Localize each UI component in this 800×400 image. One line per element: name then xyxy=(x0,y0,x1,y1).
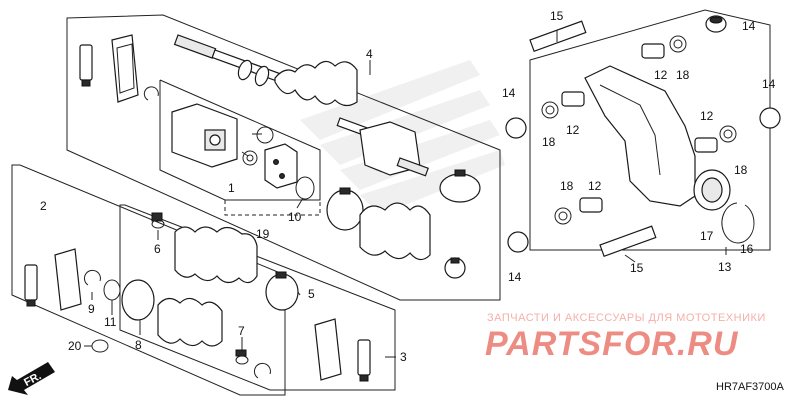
box-group-19 xyxy=(224,200,321,216)
callout-12-d: 12 xyxy=(588,179,602,193)
boot-band-5 xyxy=(265,271,299,311)
callout-18-a: 18 xyxy=(542,135,556,149)
callout-14-right: 14 xyxy=(762,77,776,91)
grease-tube-left xyxy=(24,264,38,307)
callout-3: 3 xyxy=(400,350,407,364)
bushing-12-a xyxy=(561,91,585,107)
callouts: 4 1 19 10 2 6 5 9 11 8 20 7 3 15 14 12 1… xyxy=(40,9,776,364)
bearing-17 xyxy=(693,169,731,211)
callout-18-c: 18 xyxy=(734,163,748,177)
seal-18-b xyxy=(669,35,687,53)
callout-12-a: 12 xyxy=(566,123,580,137)
callout-7: 7 xyxy=(238,324,245,338)
bushing-12-b xyxy=(641,43,665,59)
boot-band-8 xyxy=(121,279,155,321)
callout-14-left-bottom: 14 xyxy=(508,270,522,284)
callout-18-b: 18 xyxy=(676,68,690,82)
callout-13: 13 xyxy=(718,260,732,274)
boot-band-right-small xyxy=(444,257,466,279)
callout-12-b: 12 xyxy=(654,68,668,82)
callout-10: 10 xyxy=(288,210,302,224)
callout-17: 17 xyxy=(700,229,714,243)
callout-20: 20 xyxy=(68,339,82,353)
callout-12-c: 12 xyxy=(700,109,714,123)
collar-15-bottom xyxy=(599,225,657,258)
bushing-12-c xyxy=(694,137,718,153)
collar-15-top xyxy=(529,20,587,53)
watermark-brand: PARTSFOR.RU xyxy=(485,325,739,363)
clip-ring-9 xyxy=(84,269,101,286)
driveshaft xyxy=(173,34,429,177)
boot-band-center xyxy=(326,187,364,231)
seal-18-c xyxy=(719,125,737,143)
diagram-code: HR7AF3700A xyxy=(716,381,785,393)
callout-16: 16 xyxy=(740,242,754,256)
seal-18-d xyxy=(554,207,572,225)
inner-joint xyxy=(171,103,238,168)
callout-4: 4 xyxy=(366,47,373,61)
seal-pack-lower xyxy=(314,318,342,381)
boot-band-upper-right xyxy=(439,169,481,203)
dust-seal-14-top xyxy=(705,15,727,33)
callout-15-bottom: 15 xyxy=(630,261,644,275)
seal-pack-top xyxy=(111,34,139,103)
clip-ring-20 xyxy=(91,339,109,353)
snap-ring-b xyxy=(242,150,258,166)
clip-ring-top xyxy=(143,86,159,101)
circlip-16 xyxy=(721,202,755,244)
box-group-2 xyxy=(11,164,286,396)
box-group-1 xyxy=(159,79,321,201)
callout-11: 11 xyxy=(104,315,117,329)
boot-band-7 xyxy=(235,349,249,365)
boot-band-6 xyxy=(151,212,165,229)
bushing-12-d xyxy=(579,197,603,213)
seal-18-a xyxy=(541,101,559,119)
callout-5: 5 xyxy=(308,287,315,301)
box-group-13 xyxy=(529,9,771,251)
box-driveshaft-outer xyxy=(66,14,501,301)
watermark-tagline: ЗАПЧАСТИ И АКСЕССУАРЫ ДЛЯ МОТОТЕХНИКИ xyxy=(487,312,766,324)
retaining-ring-10 xyxy=(295,176,315,200)
callout-19: 19 xyxy=(256,227,270,241)
front-direction-arrow: FR. xyxy=(8,362,55,395)
callout-18-d: 18 xyxy=(560,179,574,193)
callout-9: 9 xyxy=(88,302,95,316)
seal-pack-left xyxy=(54,248,82,311)
grease-tube-lower xyxy=(357,339,371,382)
callout-2: 2 xyxy=(40,199,47,213)
dust-seal-14-right xyxy=(759,107,781,129)
boot-band-11 xyxy=(103,279,121,301)
callout-14-left-top: 14 xyxy=(502,86,516,100)
box-group-3 xyxy=(119,204,396,391)
bearing-cage xyxy=(264,143,298,189)
callout-6: 6 xyxy=(154,242,161,256)
snap-ring-a xyxy=(256,126,274,144)
leader-lines xyxy=(84,30,727,358)
boot-lower xyxy=(157,297,223,347)
callout-14-top: 14 xyxy=(742,19,756,33)
clip-ring-lower xyxy=(254,362,271,379)
callout-15-top: 15 xyxy=(550,9,564,23)
callout-8: 8 xyxy=(135,338,142,352)
boot-left xyxy=(174,226,258,284)
boot-center xyxy=(359,202,431,261)
dust-seal-14-left-bottom xyxy=(507,231,529,253)
callout-1: 1 xyxy=(228,181,235,195)
dust-seal-14-left-top xyxy=(505,117,527,139)
swing-arm xyxy=(584,65,696,207)
grease-tube-top xyxy=(79,44,93,87)
